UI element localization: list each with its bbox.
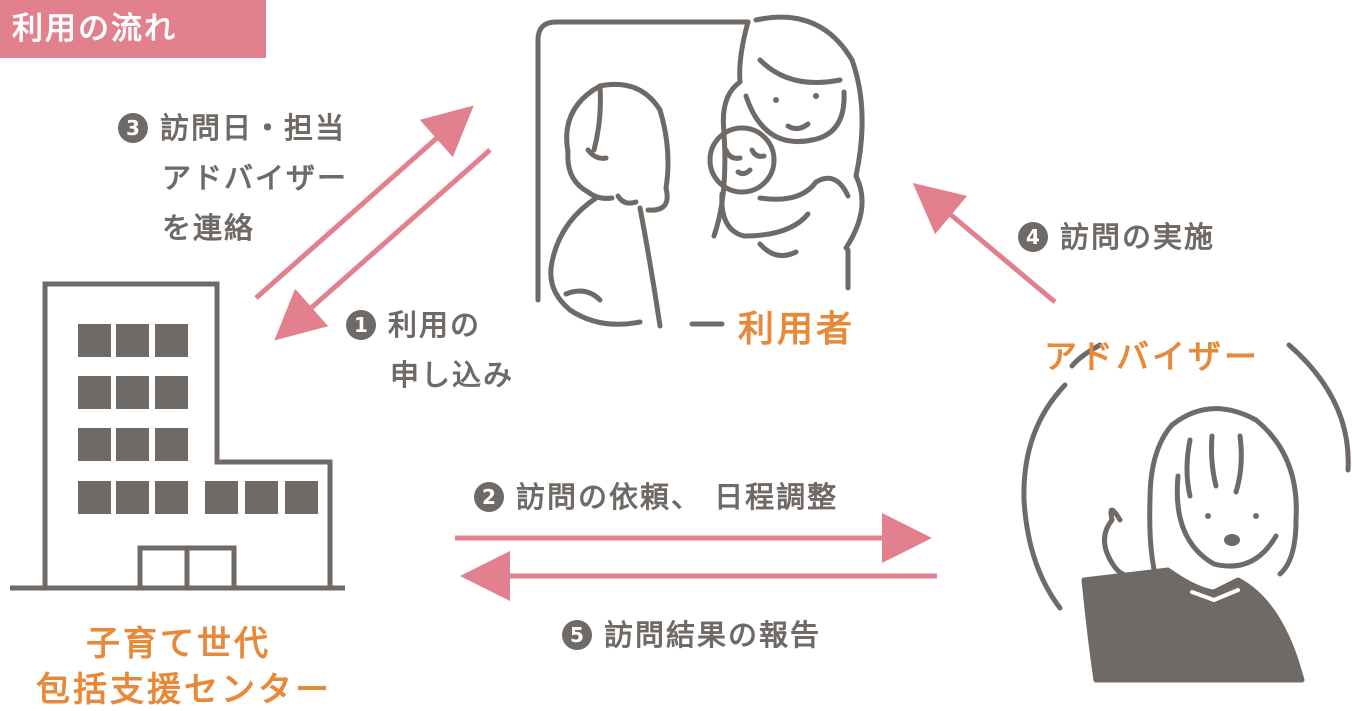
step-1-line2: 申し込み bbox=[390, 358, 515, 392]
arrow-step-4 bbox=[912, 182, 1057, 304]
role-center-label-line1: 子育て世代 bbox=[86, 624, 271, 664]
arrow-step-1 bbox=[274, 148, 492, 341]
step-1-number-icon: 1 bbox=[346, 310, 376, 340]
flow-arrows bbox=[254, 105, 1057, 601]
step-3-number-icon: 3 bbox=[118, 113, 148, 143]
step-2-number-icon: 2 bbox=[474, 482, 504, 512]
building-icon bbox=[10, 281, 345, 591]
arrow-step-3 bbox=[254, 105, 474, 300]
step-3-line3: を連絡 bbox=[162, 211, 256, 245]
role-advisor-label: アドバイザー bbox=[1044, 337, 1260, 376]
step-4-number-icon: 4 bbox=[1018, 222, 1048, 252]
role-user-label: 利用者 bbox=[738, 309, 856, 350]
advisor-woman-illustration bbox=[1021, 342, 1351, 683]
role-center-label-line2: 包括支援センター bbox=[36, 670, 332, 710]
mother-pregnant-woman-illustration bbox=[535, 14, 865, 329]
step-3-line2: アドバイザー bbox=[162, 161, 349, 195]
page-title: 利用の流れ bbox=[0, 0, 266, 58]
step-5-number-icon: 5 bbox=[562, 620, 592, 650]
